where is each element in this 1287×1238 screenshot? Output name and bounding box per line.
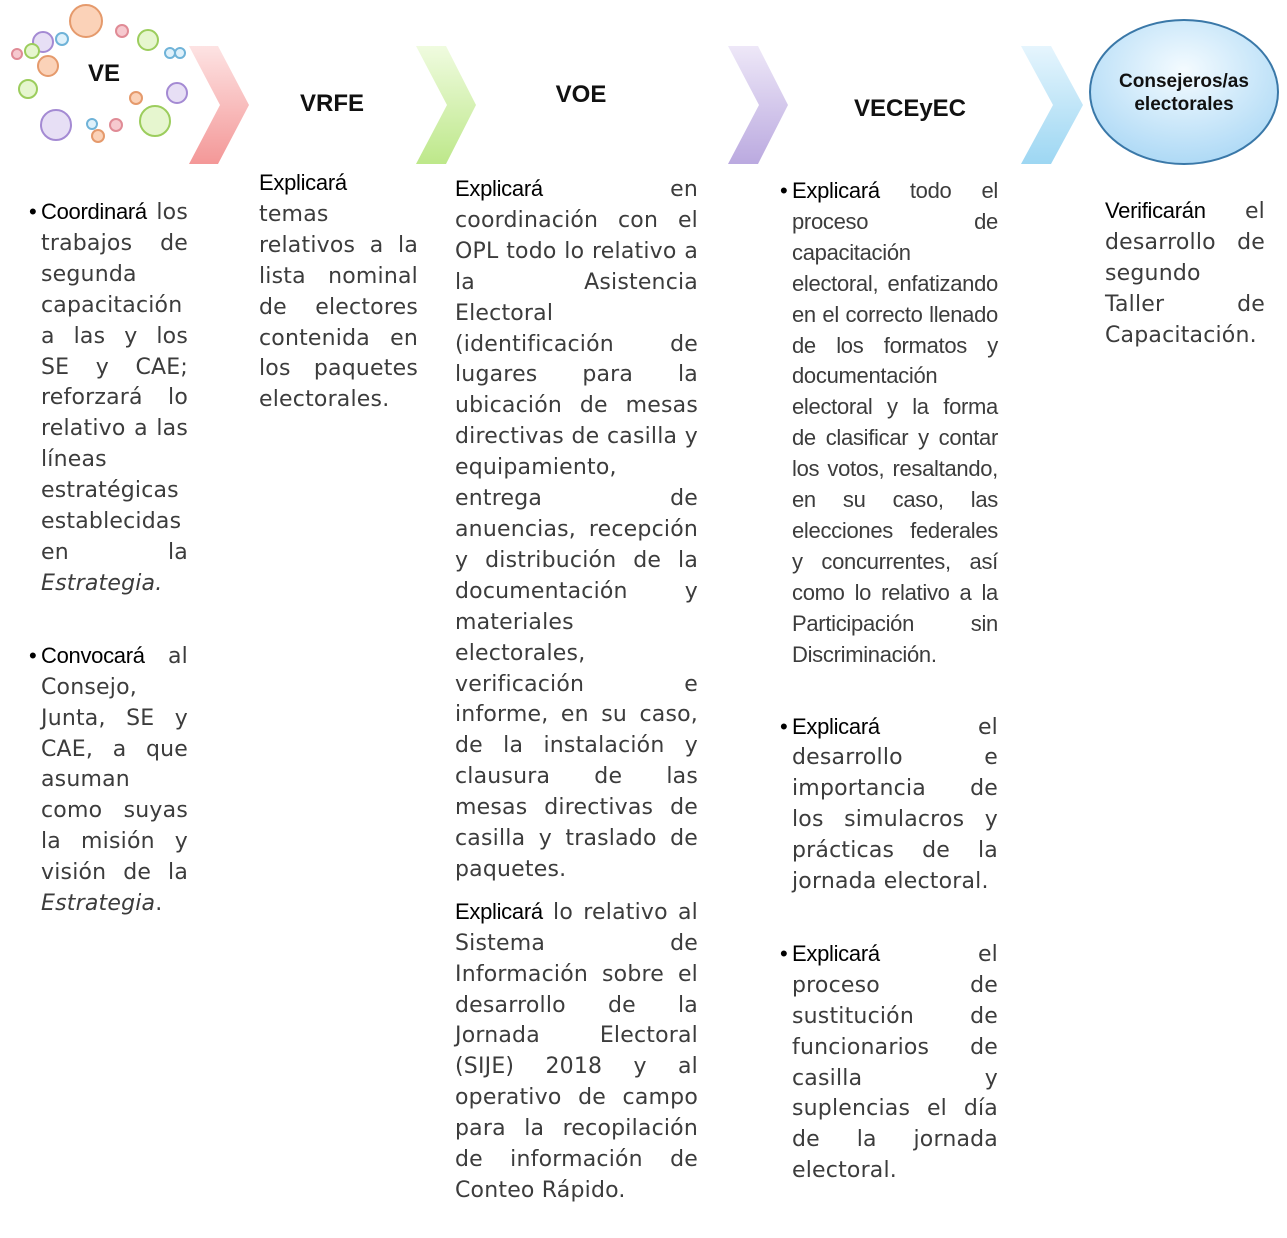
ve-item1-text: los trabajos de segunda capacitación a l… bbox=[41, 200, 188, 565]
consejeros-ellipse bbox=[1089, 19, 1279, 165]
ve-item1-italic: Estrategia. bbox=[41, 570, 163, 596]
ve-column: •Coordinará los trabajos de segunda capa… bbox=[29, 197, 188, 920]
voe-header: VOE bbox=[555, 81, 607, 108]
ve-item2-keyword: Convocará bbox=[41, 642, 145, 668]
consejeros-header: Consejeros/as electorales bbox=[1119, 71, 1249, 115]
consejeros-keyword: Verificarán bbox=[1105, 198, 1206, 223]
voe-para1-keyword: Explicará bbox=[455, 176, 543, 201]
bullet-icon: • bbox=[29, 199, 37, 224]
veceyec-item-1: •Explicará todo el proceso de capacitaci… bbox=[780, 176, 998, 671]
ve-item2-end: . bbox=[155, 891, 163, 917]
bullet-icon: • bbox=[780, 178, 788, 203]
veceyec-item1-keyword: Explicará bbox=[792, 178, 880, 203]
voe-column: Explicará en coordinación con el OPL tod… bbox=[455, 174, 698, 1207]
consejeros-text: el desarrollo de segundo Taller de Capac… bbox=[1105, 199, 1265, 348]
ve-item1-keyword: Coordinará bbox=[41, 199, 147, 224]
bullet-icon: • bbox=[780, 940, 788, 966]
vrfe-column: Explicará temas relativos a la lista nom… bbox=[259, 168, 418, 416]
veceyec-item-3: •Explicará el proceso de sustitución de … bbox=[780, 939, 998, 1187]
ve-item2-italic: Estrategia bbox=[41, 891, 156, 917]
vrfe-text: temas relativos a la lista nominal de el… bbox=[259, 201, 418, 413]
ve-item-convocara: •Convocará al Consejo, Junta, SE y CAE, … bbox=[29, 641, 188, 920]
ve-item-coordinara: •Coordinará los trabajos de segunda capa… bbox=[29, 197, 188, 600]
voe-paragraph-2: Explicará lo relativo al Sistema de Info… bbox=[455, 897, 698, 1207]
vrfe-header: VRFE bbox=[299, 90, 364, 117]
chevron-arrow-3-icon bbox=[728, 46, 788, 164]
ve-item2-text: al Consejo, Junta, SE y CAE, a que asuma… bbox=[41, 643, 188, 886]
veceyec-item1-text: todo el proceso de capacitación electora… bbox=[792, 178, 998, 667]
chevron-arrow-4-icon bbox=[1021, 46, 1083, 164]
vrfe-keyword: Explicará bbox=[259, 170, 347, 195]
voe-para1-text: en coordinación con el OPL todo lo relat… bbox=[455, 177, 698, 882]
ve-header: VE bbox=[87, 60, 120, 87]
veceyec-item3-text: el proceso de sustitución de funcionario… bbox=[792, 941, 998, 1184]
consejeros-column: Verificarán el desarrollo de segundo Tal… bbox=[1105, 196, 1265, 352]
bullet-icon: • bbox=[29, 642, 37, 668]
voe-para2-text: lo relativo al Sistema de Información so… bbox=[455, 899, 698, 1203]
voe-para2-keyword: Explicará bbox=[455, 898, 543, 924]
chevron-arrow-2-icon bbox=[416, 46, 476, 164]
voe-paragraph-1: Explicará en coordinación con el OPL tod… bbox=[455, 174, 698, 886]
veceyec-item3-keyword: Explicará bbox=[792, 940, 880, 966]
bullet-icon: • bbox=[780, 713, 788, 739]
veceyec-header: VECEyEC bbox=[853, 95, 967, 122]
bubble-cluster-icon bbox=[11, 4, 188, 143]
chevron-arrow-1-icon bbox=[189, 46, 249, 164]
veceyec-column: •Explicará todo el proceso de capacitaci… bbox=[780, 176, 998, 1187]
veceyec-item2-keyword: Explicará bbox=[792, 713, 880, 739]
veceyec-item2-text: el desarrollo e importancia de los simul… bbox=[792, 714, 998, 895]
veceyec-item-2: •Explicará el desarrollo e importancia d… bbox=[780, 712, 998, 898]
